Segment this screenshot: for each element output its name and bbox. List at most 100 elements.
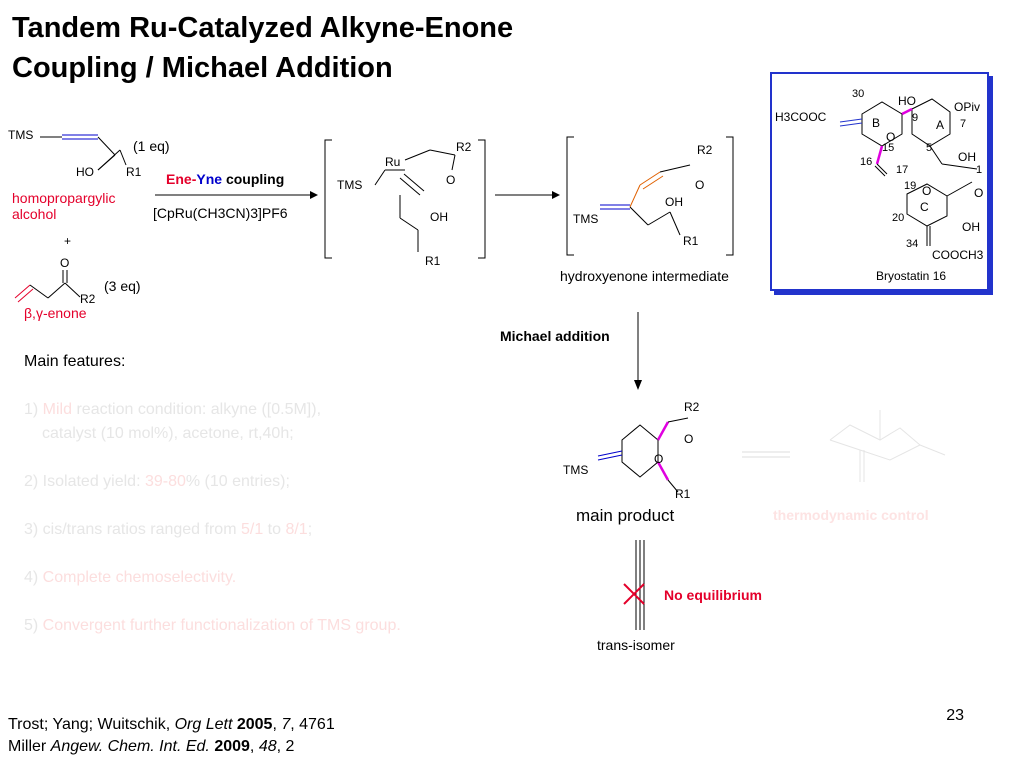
bryo-label-5: 5 [926, 142, 933, 154]
feature-text: 39-80 [144, 473, 186, 490]
ref1-journal: Org Lett [174, 716, 233, 733]
alkyne-tms-label: TMS [8, 128, 34, 142]
feature-text: reaction condition: alkyne ([0.5M]), [72, 401, 322, 418]
ref1-volume: 7 [281, 716, 291, 733]
main-product-label: main product [576, 506, 675, 525]
enone-structure [14, 270, 81, 303]
coupling-yne: Yne [196, 171, 223, 187]
ref2-sep: , [249, 738, 259, 755]
ruthenacycle-r1: R1 [425, 254, 441, 268]
arrow-to-intermediate [495, 191, 560, 199]
feature-text: Isolated yield: [42, 473, 145, 490]
intermediate-oh: OH [665, 195, 683, 209]
feature-text: Mild [42, 401, 73, 418]
ref1-page: , 4761 [290, 716, 335, 733]
equilibrium-arrows [742, 451, 790, 458]
coupling-word: coupling [225, 171, 285, 187]
bryo-label-oh2: OH [962, 220, 980, 234]
feature-number: 3) [24, 521, 43, 538]
ref1-sep: , [272, 716, 282, 733]
bryostatin-name: Bryostatin 16 [876, 269, 947, 283]
intermediate-r1: R1 [683, 234, 699, 248]
michael-addition-label: Michael addition [500, 328, 610, 344]
reference-2: Miller Angew. Chem. Int. Ed. 2009, 48, 2 [8, 736, 335, 758]
alkyne-r1-label: R1 [126, 165, 142, 179]
product-r1: R1 [675, 487, 691, 501]
feature-text: 5/1 [240, 521, 264, 538]
title-line-1: Tandem Ru-Catalyzed Alkyne-Enone [12, 12, 514, 44]
ruthenacycle-r2: R2 [456, 140, 472, 154]
bryo-label-oh1: OH [958, 150, 976, 164]
product-tms: TMS [563, 463, 589, 477]
alkyne-name-line2: alcohol [12, 206, 57, 222]
product-carbonyl-o: O [684, 432, 694, 446]
no-equilibrium-label: No equilibrium [664, 587, 762, 603]
features-heading: Main features: [24, 353, 126, 370]
feature-text: cis/trans ratios ranged from [42, 521, 241, 538]
reference-1: Trost; Yang; Wuitschik, Org Lett 2005, 7… [8, 714, 335, 736]
bryo-label-16: 16 [860, 156, 873, 168]
alkyne-ho-label: HO [76, 165, 94, 179]
feature-number: 4) [24, 569, 43, 586]
bryo-label-o1: O [886, 130, 896, 144]
feature-text: Complete chemoselectivity. [42, 569, 237, 586]
coupling-label: Ene-Yne coupling [166, 171, 284, 187]
ref2-page: , 2 [276, 738, 295, 755]
ref2-journal: Angew. Chem. Int. Ed. [50, 738, 210, 755]
alkyne-equivalents: (1 eq) [133, 138, 170, 154]
feature-number: 1) [24, 401, 43, 418]
feature-number: 5) [24, 617, 43, 634]
feature-item: 3) cis/trans ratios ranged from 5/1 to 8… [24, 518, 401, 542]
enone-o-label: O [60, 256, 70, 270]
bryo-label-ester: H3COOC [775, 110, 827, 124]
plus-sign: + [64, 234, 72, 248]
intermediate-tms: TMS [573, 212, 599, 226]
bryo-label-ho: HO [898, 94, 916, 108]
bryo-label-30: 30 [852, 88, 865, 100]
references: Trost; Yang; Wuitschik, Org Lett 2005, 7… [8, 714, 335, 758]
bryo-label-17: 17 [896, 164, 909, 176]
feature-text-continued: catalyst (10 mol%), acetone, rt,40h; [42, 425, 294, 442]
coupling-dash: - [191, 171, 197, 187]
coupling-ene: Ene [166, 171, 192, 187]
bryo-label-7: 7 [960, 118, 967, 130]
feature-text: % (10 entries); [185, 473, 290, 490]
ref2-year: 2009 [214, 738, 250, 755]
enone-equivalents: (3 eq) [104, 278, 141, 294]
coupling-arrow [155, 191, 318, 199]
bryo-label-34: 34 [906, 238, 919, 250]
catalyst-label: [CpRu(CH3CN)3]PF6 [153, 205, 288, 221]
intermediate-r2: R2 [697, 143, 713, 157]
page-number: 23 [946, 707, 964, 724]
alkyne-name-line1: homopropargylic [12, 190, 116, 206]
main-features: Main features: 1) Mild reaction conditio… [24, 350, 401, 638]
bryo-label-o4: O [974, 186, 984, 200]
michael-arrow [634, 312, 642, 390]
alkyne-structure [40, 134, 127, 171]
bryo-ring-b: B [872, 116, 881, 130]
bryo-label-19: 19 [904, 180, 917, 192]
bryo-label-1: 1 [976, 164, 983, 176]
feature-text: ; [307, 521, 313, 538]
ref2-authors: Miller [8, 738, 51, 755]
ruthenacycle-tms: TMS [337, 178, 363, 192]
bryostatin-box: 30 HO 9 OPiv H3COOC B A 7 O 15 5 OH 1 16… [770, 72, 989, 291]
feature-item: 4) Complete chemoselectivity. [24, 566, 401, 590]
bryo-ring-a: A [936, 118, 945, 132]
feature-text: to [263, 521, 286, 538]
feature-text: 8/1 [285, 521, 308, 538]
enone-r2-label: R2 [80, 292, 96, 306]
chair-conformer [829, 410, 946, 482]
intermediate-bracket [566, 136, 734, 256]
enone-name: β,γ-enone [24, 305, 87, 321]
bryo-label-9: 9 [912, 112, 919, 124]
feature-item: 2) Isolated yield: 39-80% (10 entries); [24, 470, 401, 494]
ref1-year: 2005 [236, 716, 273, 733]
feature-number: 2) [24, 473, 43, 490]
ruthenacycle-oh: OH [430, 210, 448, 224]
ruthenacycle-o: O [446, 173, 456, 187]
feature-item: 5) Convergent further functionalization … [24, 614, 401, 638]
title-line-2: Coupling / Michael Addition [12, 52, 393, 84]
intermediate-o: O [695, 178, 705, 192]
